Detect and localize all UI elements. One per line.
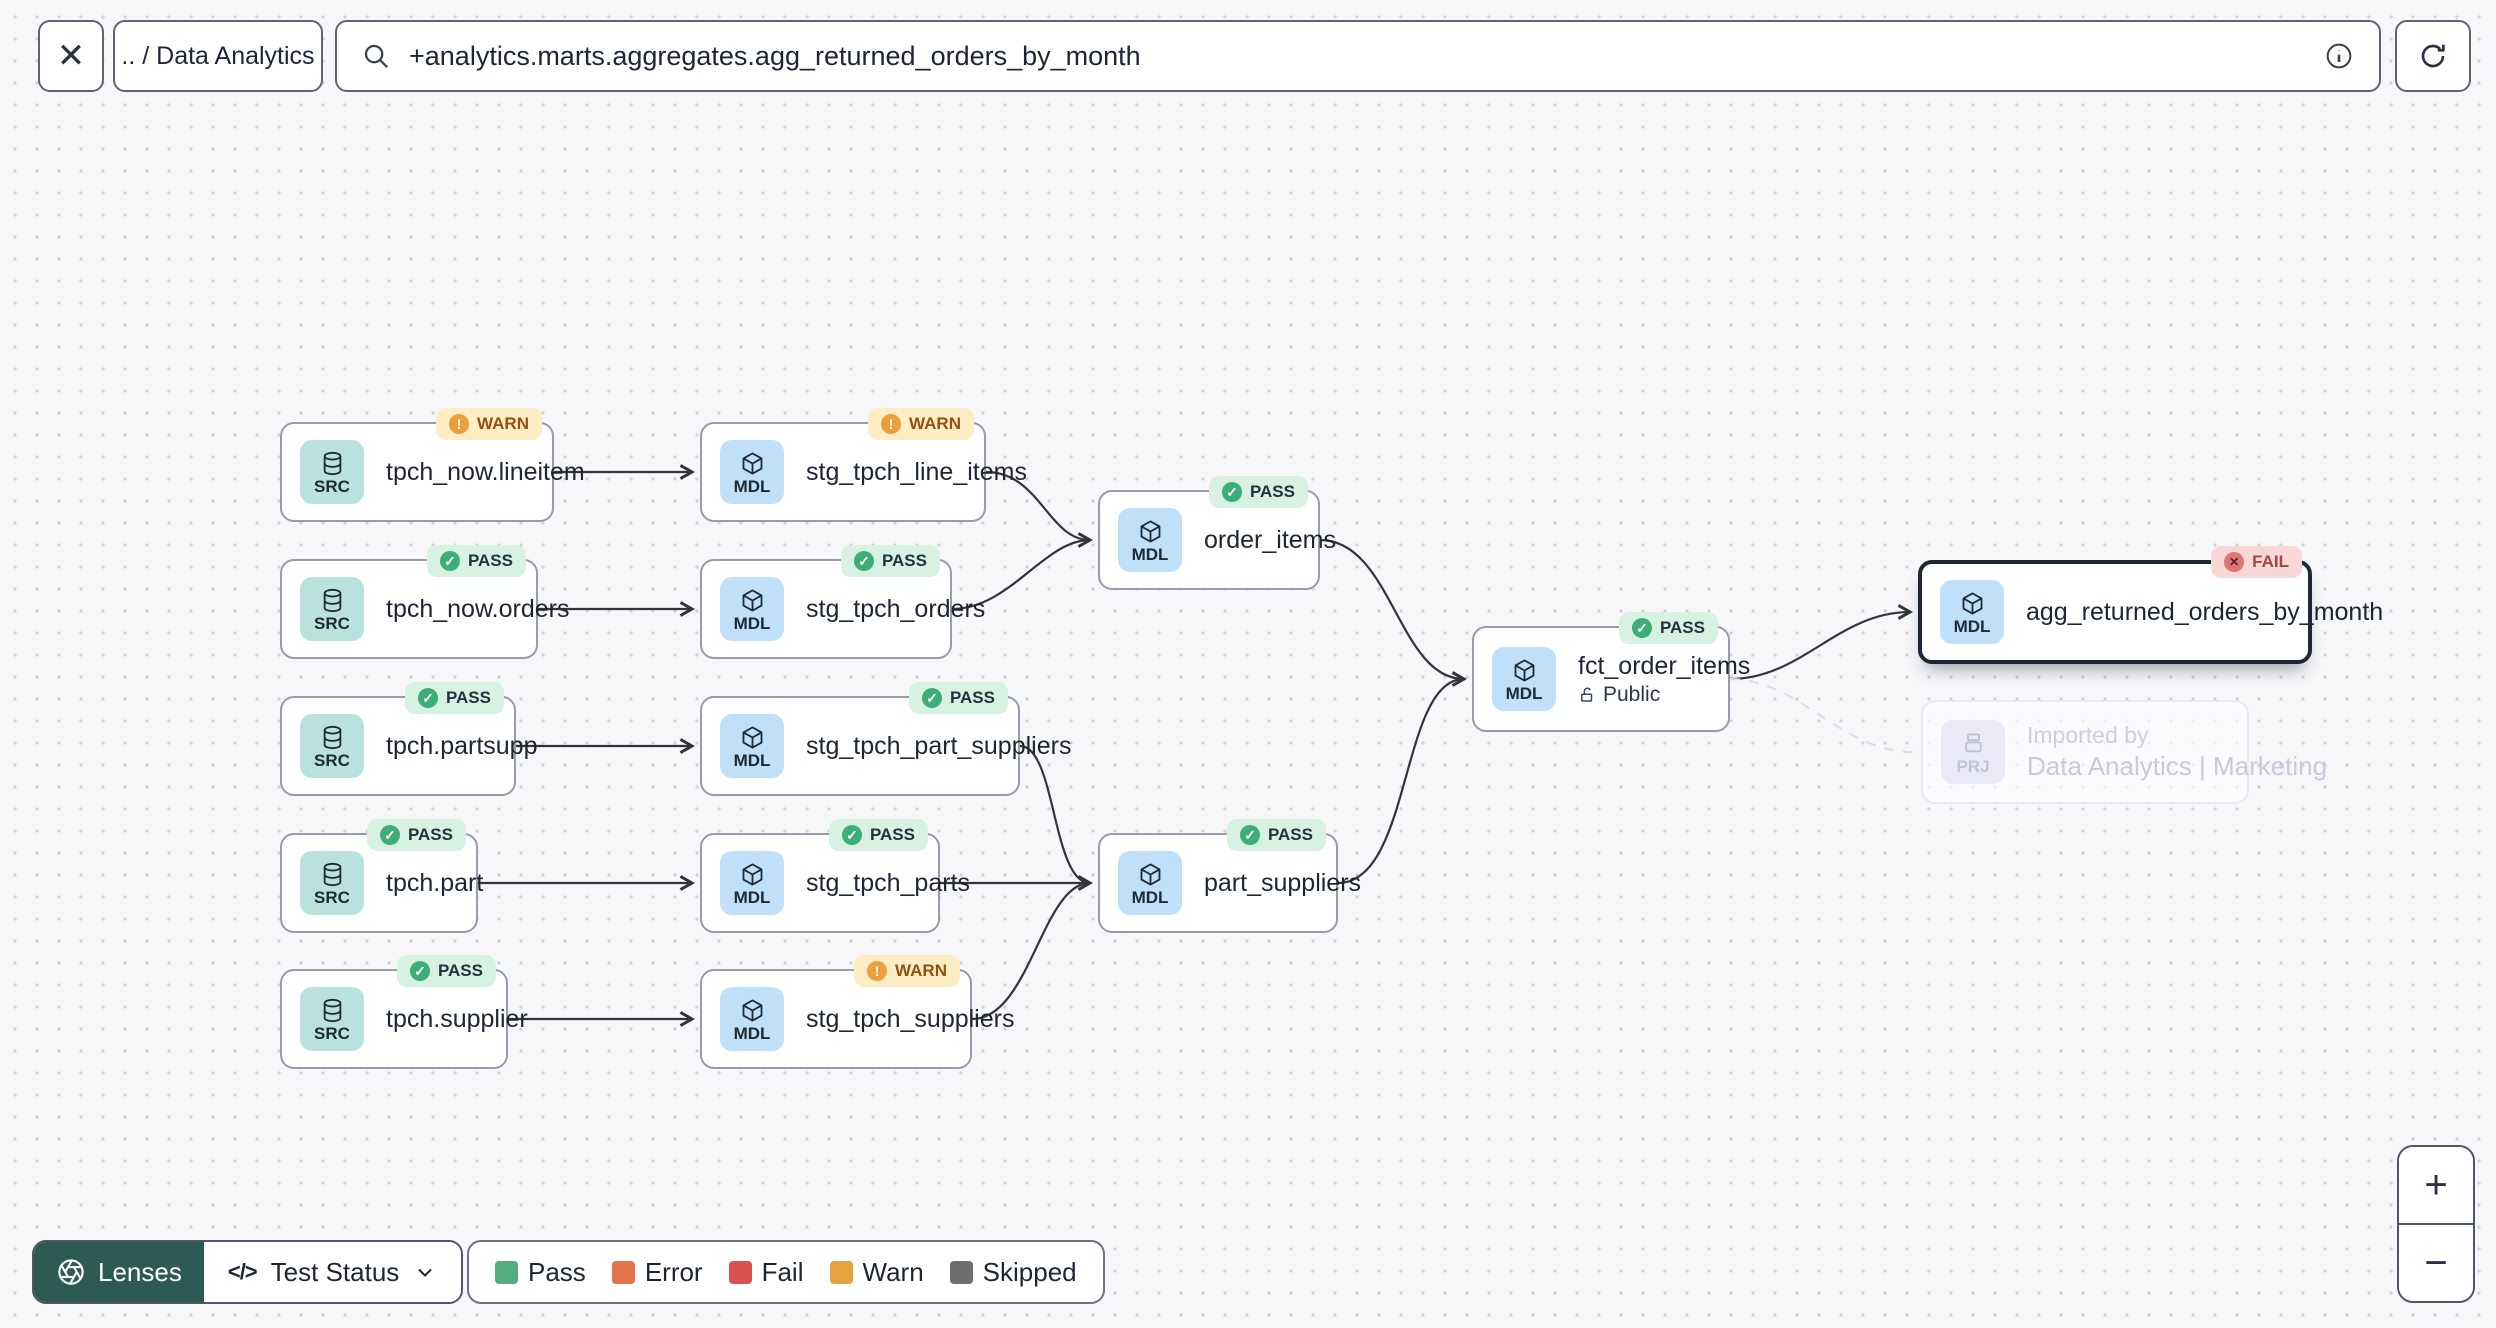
check-icon bbox=[1239, 825, 1260, 845]
chevron-down-icon bbox=[413, 1260, 437, 1284]
refresh-icon bbox=[2417, 40, 2449, 72]
check-icon bbox=[379, 825, 400, 845]
unlocked-icon bbox=[1578, 686, 1596, 704]
legend-item: Pass bbox=[495, 1257, 586, 1288]
model-type-icon: MDL bbox=[720, 577, 784, 641]
model-type-icon: MDL bbox=[1492, 647, 1556, 711]
node-tpch-partsupp[interactable]: PASS SRC tpch.partsupp bbox=[280, 682, 538, 796]
check-icon bbox=[921, 688, 942, 708]
check-icon bbox=[1631, 618, 1652, 638]
node-tpch_now-orders[interactable]: PASS SRC tpch_now.orders bbox=[280, 545, 569, 659]
check-icon bbox=[853, 551, 874, 571]
model-type-icon: MDL bbox=[1940, 580, 2004, 644]
status-badge: PASS bbox=[1618, 612, 1718, 644]
node-stg_tpch_parts[interactable]: PASS MDL stg_tpch_parts bbox=[700, 819, 970, 933]
aperture-icon bbox=[56, 1257, 86, 1287]
legend-item: Error bbox=[611, 1257, 703, 1288]
lenses-button[interactable]: Lenses bbox=[34, 1242, 204, 1302]
model-type-icon: MDL bbox=[720, 714, 784, 778]
zoom-controls: + − bbox=[2397, 1145, 2475, 1303]
node-agg_returned_orders_by_month[interactable]: FAIL MDL agg_returned_orders_by_month bbox=[1918, 546, 2383, 664]
warn-icon bbox=[449, 414, 470, 434]
node-part_suppliers[interactable]: PASS MDL part_suppliers bbox=[1098, 819, 1361, 933]
status-badge: FAIL bbox=[2211, 546, 2302, 578]
check-icon bbox=[417, 688, 438, 708]
status-badge: PASS bbox=[1208, 476, 1308, 508]
zoom-out-button[interactable]: − bbox=[2399, 1225, 2473, 1301]
status-badge: PASS bbox=[908, 682, 1008, 714]
source-type-icon: SRC bbox=[300, 714, 364, 778]
info-icon[interactable] bbox=[2323, 40, 2355, 72]
close-button[interactable]: ✕ bbox=[38, 20, 104, 92]
source-type-icon: SRC bbox=[300, 577, 364, 641]
lenses-control: Lenses </> Test Status bbox=[32, 1240, 464, 1304]
node-order_items[interactable]: PASS MDL order_items bbox=[1098, 476, 1336, 590]
edge bbox=[1019, 744, 1093, 891]
node-imported-by-project[interactable]: PRJ Imported by Data Analytics | Marketi… bbox=[1921, 700, 2327, 804]
status-badge: WARN bbox=[854, 955, 960, 987]
check-icon bbox=[841, 825, 862, 845]
status-badge: PASS bbox=[396, 955, 496, 987]
legend-item: Skipped bbox=[949, 1257, 1077, 1288]
warn-icon bbox=[881, 414, 902, 434]
source-type-icon: SRC bbox=[300, 851, 364, 915]
lens-selector-dropdown[interactable]: </> Test Status bbox=[203, 1242, 462, 1302]
status-badge: WARN bbox=[868, 408, 974, 440]
legend-swatch bbox=[611, 1260, 635, 1284]
model-type-icon: MDL bbox=[720, 987, 784, 1051]
legend-swatch bbox=[949, 1260, 973, 1284]
model-type-icon: MDL bbox=[720, 440, 784, 504]
status-badge: PASS bbox=[840, 545, 940, 577]
status-badge: PASS bbox=[426, 545, 526, 577]
node-stg_tpch_part_suppliers[interactable]: PASS MDL stg_tpch_part_suppliers bbox=[700, 682, 1071, 796]
legend-item: Warn bbox=[829, 1257, 924, 1288]
check-icon bbox=[1221, 482, 1242, 502]
edge bbox=[1337, 677, 1465, 885]
legend-item: Fail bbox=[728, 1257, 804, 1288]
status-badge: WARN bbox=[436, 408, 542, 440]
legend-swatch bbox=[829, 1260, 853, 1284]
selector-value: +analytics.marts.aggregates.agg_returned… bbox=[409, 40, 1141, 71]
legend-swatch bbox=[728, 1260, 752, 1284]
code-icon: </> bbox=[227, 1259, 258, 1284]
edge bbox=[1729, 604, 1913, 681]
source-type-icon: SRC bbox=[300, 440, 364, 504]
model-type-icon: MDL bbox=[1118, 851, 1182, 915]
warn-icon bbox=[867, 961, 888, 981]
status-badge: PASS bbox=[404, 682, 504, 714]
model-type-icon: MDL bbox=[1118, 508, 1182, 572]
breadcrumb[interactable]: .. / Data Analytics bbox=[113, 20, 323, 92]
project-type-icon: PRJ bbox=[1941, 720, 2005, 784]
node-stg_tpch_line_items[interactable]: WARN MDL stg_tpch_line_items bbox=[700, 408, 1027, 522]
edge bbox=[1319, 538, 1467, 687]
search-icon bbox=[361, 41, 391, 71]
close-icon: ✕ bbox=[56, 37, 86, 75]
check-icon bbox=[409, 961, 430, 981]
fail-icon bbox=[2224, 552, 2245, 572]
status-badge: PASS bbox=[366, 819, 466, 851]
node-fct_order_items[interactable]: PASS MDL fct_order_items Public bbox=[1472, 612, 1750, 732]
refresh-button[interactable] bbox=[2395, 20, 2471, 92]
model-type-icon: MDL bbox=[720, 851, 784, 915]
zoom-in-button[interactable]: + bbox=[2399, 1147, 2473, 1225]
legend-swatch bbox=[495, 1260, 518, 1284]
edge bbox=[971, 881, 1091, 1021]
lineage-selector-input[interactable]: +analytics.marts.aggregates.agg_returned… bbox=[335, 20, 2381, 92]
node-tpch_now-lineitem[interactable]: WARN SRC tpch_now.lineitem bbox=[280, 408, 585, 522]
check-icon bbox=[439, 551, 460, 571]
status-badge: PASS bbox=[828, 819, 928, 851]
test-status-legend: Pass Error Fail Warn Skipped bbox=[467, 1240, 1105, 1304]
node-tpch-part[interactable]: PASS SRC tpch.part bbox=[280, 819, 483, 933]
node-tpch-supplier[interactable]: PASS SRC tpch.supplier bbox=[280, 955, 528, 1069]
node-stg_tpch_suppliers[interactable]: WARN MDL stg_tpch_suppliers bbox=[700, 955, 1014, 1069]
status-badge: PASS bbox=[1226, 819, 1326, 851]
source-type-icon: SRC bbox=[300, 987, 364, 1051]
edge-dashed bbox=[1729, 678, 1914, 753]
node-stg_tpch_orders[interactable]: PASS MDL stg_tpch_orders bbox=[700, 545, 985, 659]
